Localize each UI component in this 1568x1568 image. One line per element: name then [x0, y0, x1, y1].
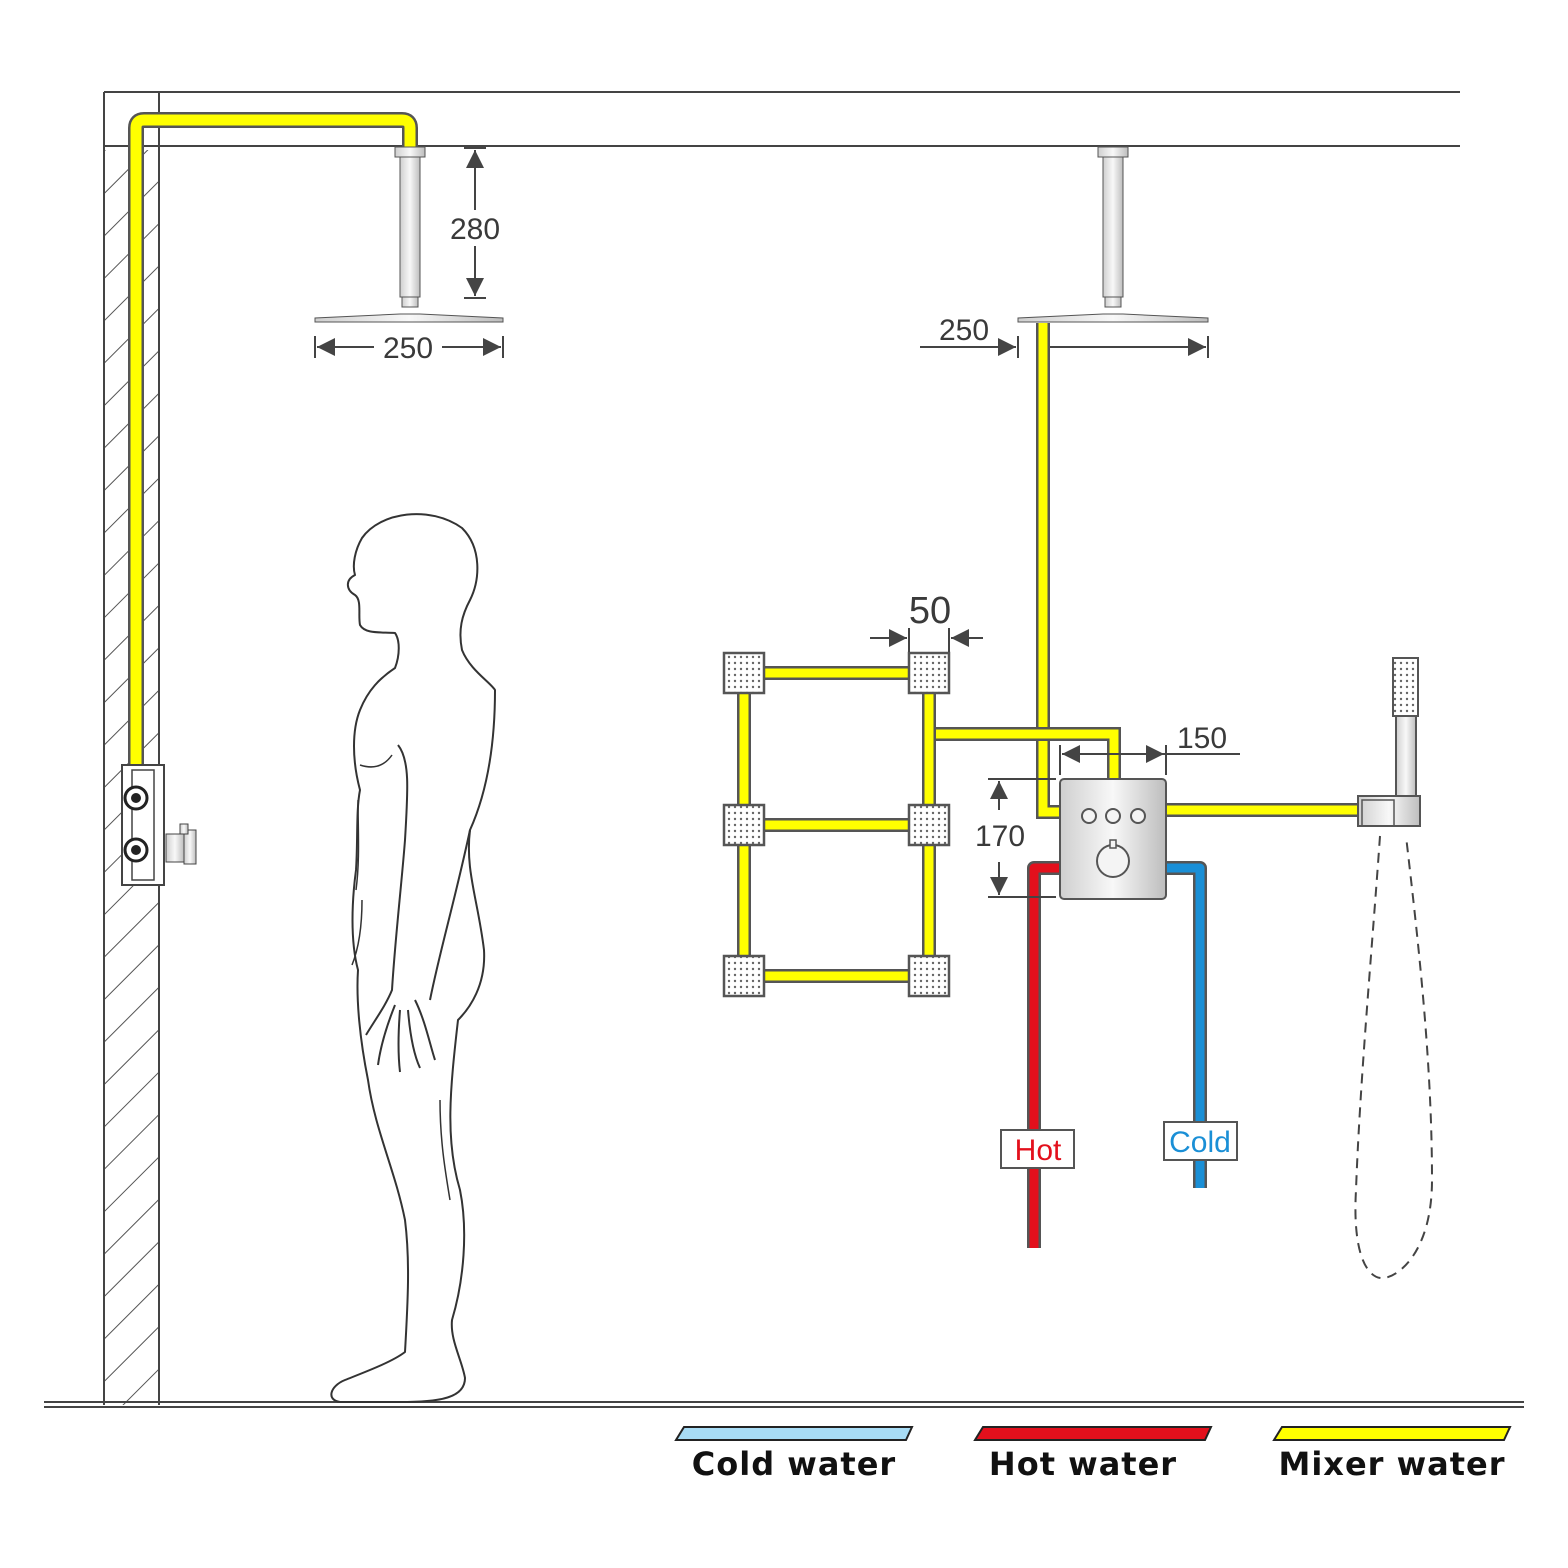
legend-item-mixer: Mixer water	[1272, 1426, 1512, 1483]
legend-item-cold: Cold water	[674, 1426, 914, 1483]
dimension-arm-length: 280	[450, 147, 500, 299]
hot-supply-label: Hot	[1015, 1134, 1062, 1167]
dimension-arm-length-label: 280	[450, 213, 500, 246]
right-ceiling-shower	[1017, 146, 1209, 323]
legend: Cold water Hot water Mixer water	[674, 1426, 1512, 1483]
left-shower-arm	[399, 156, 421, 298]
left-ceiling-shower	[314, 146, 504, 323]
mixer-pipes-right	[737, 323, 1360, 983]
valve-button-3	[1130, 808, 1146, 824]
dimension-jet-spacing-label: 50	[909, 590, 951, 632]
body-jets	[722, 651, 951, 998]
left-concealed-valve	[121, 764, 197, 886]
legend-label-hot: Hot water	[989, 1445, 1177, 1483]
valve-button-1	[1081, 808, 1097, 824]
thermostatic-valve-panel	[1059, 778, 1167, 900]
valve-temperature-knob	[1096, 844, 1130, 878]
left-arm-nut	[401, 296, 419, 308]
right-arm-nut	[1104, 296, 1122, 308]
dimension-valve-height: 170	[975, 778, 1056, 898]
cold-supply-tag: Cold	[1163, 1121, 1238, 1161]
hand-shower	[1354, 657, 1434, 1280]
dimension-left-head-width-label: 250	[383, 332, 433, 365]
dimension-valve-offset-label: 150	[1177, 722, 1227, 755]
left-valve-handle	[165, 833, 185, 863]
body-jet	[722, 803, 766, 847]
body-jet	[722, 954, 766, 998]
dimension-jet-spacing: 50	[870, 590, 983, 652]
dimension-right-head-width-label: 250	[939, 314, 989, 347]
left-shower-head	[314, 313, 504, 323]
hot-supply-tag: Hot	[1000, 1129, 1075, 1169]
dimension-valve-height-label: 170	[975, 820, 1025, 853]
building-structure	[44, 91, 1524, 1408]
mixer-pipe-left-fill	[130, 114, 416, 800]
hand-shower-holder	[1357, 795, 1421, 827]
right-shower-head	[1017, 313, 1209, 323]
cold-pipe-fill	[1166, 863, 1205, 1188]
body-jet	[907, 651, 951, 695]
legend-swatch-mixer	[1272, 1426, 1512, 1441]
right-ceiling-flange	[1097, 146, 1129, 158]
hot-pipe-fill	[1029, 863, 1062, 1248]
dimension-right-head-width: 250	[920, 314, 1209, 358]
mixer-pipe-left	[128, 112, 418, 800]
dimension-left-head-width: 250	[314, 332, 504, 365]
hand-shower-hose	[1354, 835, 1434, 1280]
hand-shower-handle	[1395, 715, 1417, 797]
legend-swatch-cold	[674, 1426, 914, 1441]
left-ceiling-flange	[394, 146, 426, 158]
body-jet	[907, 803, 951, 847]
legend-item-hot: Hot water	[973, 1426, 1213, 1483]
dimension-valve-offset: 150	[1059, 722, 1240, 775]
human-figure-arm	[365, 744, 471, 1073]
human-figure-details	[351, 754, 451, 1201]
valve-button-2	[1105, 808, 1121, 824]
cold-supply-label: Cold	[1169, 1126, 1231, 1159]
body-jet	[722, 651, 766, 695]
body-jet	[907, 954, 951, 998]
human-figure-outline	[330, 513, 496, 1403]
legend-label-cold: Cold water	[692, 1445, 896, 1483]
right-shower-arm	[1102, 156, 1124, 298]
legend-swatch-hot	[973, 1426, 1213, 1441]
hand-shower-head	[1392, 657, 1419, 717]
legend-label-mixer: Mixer water	[1278, 1445, 1505, 1483]
